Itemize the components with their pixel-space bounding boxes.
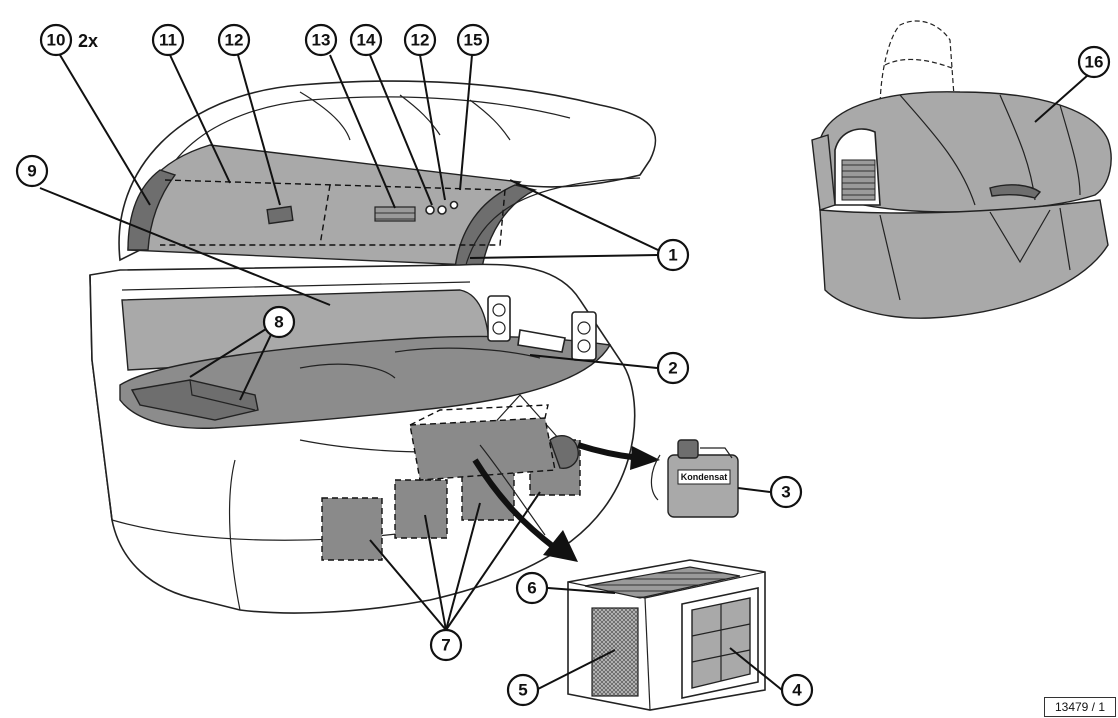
svg-text:14: 14 — [357, 31, 376, 50]
closed-bed-view — [811, 20, 1112, 319]
svg-text:15: 15 — [464, 31, 483, 50]
callout-9: 9 — [15, 154, 49, 188]
callout-8: 8 — [262, 305, 296, 339]
svg-text:9: 9 — [27, 162, 36, 181]
air-filter-2 — [394, 479, 448, 539]
canister-body — [667, 454, 739, 518]
callout-10-suffix: 2x — [78, 31, 98, 51]
callout-11: 11 — [151, 23, 185, 57]
callout-4: 4 — [780, 673, 814, 707]
svg-text:4: 4 — [792, 681, 802, 700]
control-panel — [517, 329, 566, 353]
svg-text:2: 2 — [668, 359, 677, 378]
callout-14: 14 — [349, 23, 383, 57]
svg-text:16: 16 — [1085, 53, 1104, 72]
canopy-panel-left — [127, 169, 177, 251]
callout-7: 7 — [429, 628, 463, 662]
svg-text:8: 8 — [274, 313, 283, 332]
air-filter-1 — [321, 497, 383, 561]
tanning-bed — [89, 80, 657, 614]
svg-text:10: 10 — [47, 31, 66, 50]
callout-12-right: 12 — [403, 23, 437, 57]
svg-text:12: 12 — [225, 31, 244, 50]
callout-10: 10 — [39, 23, 73, 57]
front-mesh-filter — [591, 607, 639, 697]
canopy-panel-right — [454, 184, 538, 269]
filter-box — [567, 559, 766, 711]
figure-reference: 13479 / 1 — [1044, 697, 1116, 717]
callout-2: 2 — [656, 351, 690, 385]
canister-label: Kondensat — [681, 472, 728, 482]
callout-6: 6 — [515, 571, 549, 605]
callout-12-left: 12 — [217, 23, 251, 57]
callout-13: 13 — [304, 23, 338, 57]
svg-text:3: 3 — [781, 483, 790, 502]
arrows — [472, 442, 660, 562]
callout-1: 1 — [656, 238, 690, 272]
callouts: 10 2x 11 12 13 14 12 15 9 8 1 2 — [15, 23, 1111, 707]
svg-text:7: 7 — [441, 636, 450, 655]
canopy-vent-left — [266, 205, 294, 225]
leader-lines — [39, 54, 1089, 691]
svg-text:13: 13 — [312, 31, 331, 50]
condensate-canister: Kondensat — [650, 439, 739, 518]
top-filter-mat — [584, 566, 741, 599]
speaker-right — [571, 311, 597, 361]
svg-text:11: 11 — [159, 31, 177, 50]
callout-5: 5 — [506, 673, 540, 707]
canopy-vent-grille — [374, 206, 416, 222]
callout-16: 16 — [1077, 45, 1111, 79]
svg-text:12: 12 — [411, 31, 430, 50]
callout-3: 3 — [769, 475, 803, 509]
svg-text:1: 1 — [668, 246, 677, 265]
callout-15: 15 — [456, 23, 490, 57]
svg-text:5: 5 — [518, 681, 527, 700]
svg-text:6: 6 — [527, 579, 536, 598]
